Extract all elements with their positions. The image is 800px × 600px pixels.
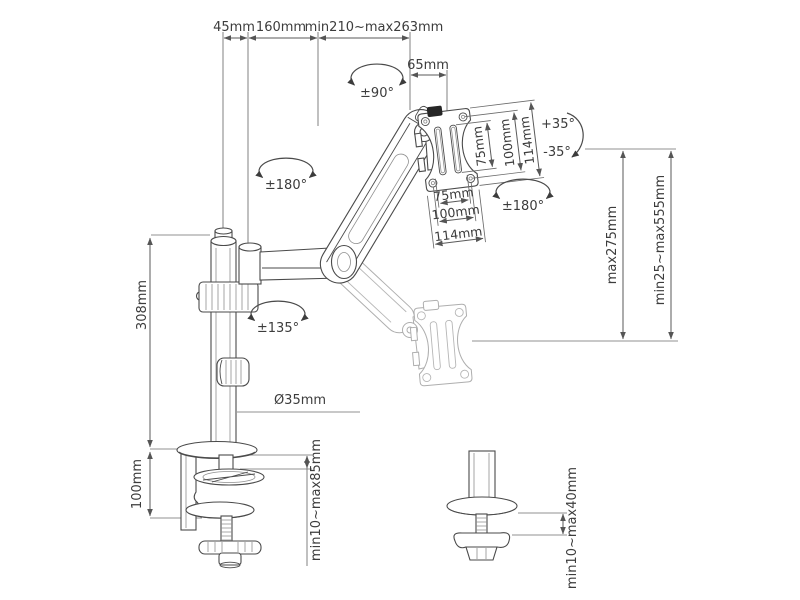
elbow-joint-cap: [337, 252, 351, 272]
arm-rotation-arrow: [255, 157, 317, 179]
pole-collar: [195, 281, 259, 313]
ghost-vesa-plate: [409, 299, 473, 387]
dim-label-pole-diameter: Ø35mm: [274, 393, 326, 408]
dim-label-lift-range: max275mm: [605, 206, 620, 284]
dim-label-clamp-range: min10~max85mm: [309, 439, 324, 561]
dim-label-vesa-holes-v: 100mm: [497, 118, 518, 168]
angle-label-tilt-down: -35°: [543, 145, 571, 160]
dim-label-vesa-slot-v: 75mm: [469, 125, 489, 167]
hinge-knuckle: [414, 132, 423, 148]
angle-label-pole-rotation: ±135°: [257, 321, 299, 336]
pole: [210, 227, 237, 451]
angle-label-arm-rotation: ±180°: [265, 178, 307, 193]
clamp-bracket: [180, 451, 197, 531]
dim-label-vesa-slot-h: 75mm: [433, 184, 475, 204]
pole-cap: [210, 235, 237, 247]
dim-label-plate-height: 114mm: [517, 115, 538, 165]
dim-label-pole-height: 308mm: [135, 280, 150, 330]
pole-tube: [210, 240, 237, 451]
vesa-hole: [428, 178, 438, 188]
ghost-release-clip: [422, 299, 440, 311]
swivel-arrow: [347, 63, 407, 86]
rotation-indicators: [247, 63, 584, 322]
labels: 45mm 160mm min210~max263mm 65mm 308mm 10…: [130, 20, 668, 589]
gas-spring-arm: [319, 105, 441, 284]
grommet-nut: [465, 546, 498, 561]
clamp-pad-detail: [202, 471, 256, 483]
collar-body: [198, 281, 259, 313]
pole-rotation-arrow: [247, 300, 309, 322]
elbow-joint: [330, 244, 358, 280]
vesa-release-clip: [426, 105, 443, 117]
ghost-hinge-knuckle: [412, 351, 421, 367]
grommet-pole: [468, 450, 496, 504]
ghost-hinge-knuckle: [409, 326, 419, 342]
vesa-slot: [449, 124, 462, 174]
plate-rotation-arrow: [492, 178, 554, 200]
pole-stub-cap: [214, 227, 233, 235]
vesa-plate-face: [417, 108, 479, 192]
adjustment-knob: [216, 357, 250, 387]
angle-label-plate-rotation: ±180°: [502, 199, 544, 214]
hardware: 75mm 100mm 114mm 75mm 100mm 114mm: [176, 99, 545, 569]
desk-clamp: [176, 440, 265, 569]
dim-label-vesa-holes-h: 100mm: [431, 202, 481, 223]
clamp-lower-jaw: [185, 501, 255, 519]
dim-label-head-depth: 65mm: [407, 58, 449, 73]
dim-label-front-arm: 160mm: [256, 20, 306, 35]
arm-pivot-sleeve: [238, 246, 262, 285]
gas-cylinder: [348, 153, 409, 245]
vesa-hole: [420, 117, 430, 126]
arm-pivot-cap: [238, 242, 262, 252]
grommet-wing-bracket: [453, 532, 511, 549]
clamp-top-plate: [176, 440, 258, 460]
dimension-lines: [147, 32, 678, 566]
dim-label-grommet-range: min10~max40mm: [565, 467, 580, 589]
tilt-arrow: [566, 112, 584, 158]
dim-label-plate-width: 114mm: [433, 223, 483, 244]
vesa-slot: [434, 126, 447, 176]
grommet-mount: [446, 450, 518, 561]
clamp-knob-hub: [218, 552, 242, 566]
dim-label-arm-offset: 45mm: [213, 20, 255, 35]
vesa-plate: 75mm 100mm 114mm 75mm 100mm 114mm: [414, 99, 545, 249]
angle-label-swivel: ±90°: [360, 86, 394, 101]
vesa-dimensions: 75mm 100mm 114mm 75mm 100mm 114mm: [427, 99, 545, 249]
dim-label-rear-arm: min210~max263mm: [305, 20, 444, 35]
hinge-knuckle: [417, 157, 426, 173]
dim-label-height-range: min25~max555mm: [653, 175, 668, 305]
angle-label-tilt-up: +35°: [541, 117, 575, 132]
dim-label-clamp-height: 100mm: [130, 459, 145, 509]
